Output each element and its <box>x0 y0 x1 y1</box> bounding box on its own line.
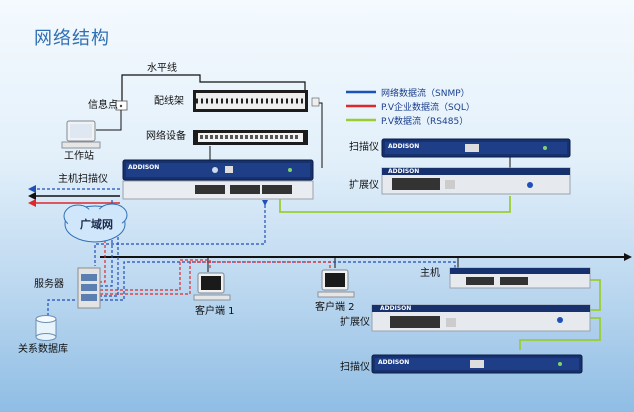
scanner-arrow-black-head <box>28 192 36 200</box>
scanner-arrow-blue-head <box>28 185 36 193</box>
scanner-device-bottom <box>371 354 583 374</box>
legend-snmp-label: 网络数据流（SNMP） <box>381 89 470 99</box>
backbone-arrow <box>624 253 632 261</box>
brand-scanner-bottom: ADDISON <box>378 359 410 366</box>
sql-flow-3 <box>100 261 331 295</box>
client2-label: 客户端 2 <box>315 302 355 313</box>
rs485-flow-3 <box>590 279 601 311</box>
horizontal-cable-label: 水平线 <box>147 63 177 74</box>
brand-expander-top: ADDISON <box>388 168 420 175</box>
expander-top-label: 扩展仪 <box>349 180 379 191</box>
host-right-label: 主机 <box>420 268 440 279</box>
host-scanner-label: 主机扫描仪 <box>58 174 108 185</box>
info-point-label: 信息点 <box>88 100 118 111</box>
small-box-icon <box>311 97 320 107</box>
workstation-label: 工作站 <box>64 151 94 162</box>
rs485-flow-2 <box>519 317 601 350</box>
snmp-arrow-head <box>262 200 268 206</box>
legend-rs485-label: P.V数据流（RS485） <box>381 117 469 127</box>
client1-monitor-icon <box>193 272 231 301</box>
scanner-top-label: 扫描仪 <box>349 142 379 153</box>
snmp-flow-3 <box>100 232 119 297</box>
network-device-icon <box>193 130 308 145</box>
expander-device-bottom <box>371 304 591 332</box>
brand-host-top: ADDISON <box>128 164 160 171</box>
database-icon <box>35 315 57 341</box>
snmp-flow-5 <box>310 261 456 268</box>
patch-panel-label: 配线架 <box>154 96 184 107</box>
expander-device-top <box>381 167 571 195</box>
snmp-flow-db <box>47 299 75 316</box>
host-device-top <box>122 159 314 200</box>
snmp-flow-4 <box>100 261 310 301</box>
snmp-flow-1 <box>94 205 266 266</box>
brand-expander-bottom: ADDISON <box>380 305 412 312</box>
snmp-flow-2 <box>98 200 113 287</box>
wan-label: 广域网 <box>80 218 113 231</box>
legend-sql-label: P.V企业数据流（SQL） <box>381 103 475 113</box>
brand-scanner-top: ADDISON <box>388 143 420 150</box>
server-label: 服务器 <box>34 279 64 290</box>
sql-flow-2 <box>100 259 211 291</box>
scanner-device-top <box>381 138 571 158</box>
horizontal-cable-line <box>121 74 306 103</box>
host-device-right <box>449 267 591 289</box>
network-device-label: 网络设备 <box>146 131 186 142</box>
panel-link-line <box>312 102 323 168</box>
expander-bottom-label: 扩展仪 <box>340 317 370 328</box>
rs485-flow-1 <box>279 196 511 213</box>
patch-panel-icon <box>193 90 308 112</box>
client1-label: 客户端 1 <box>195 306 235 317</box>
wan-cloud-icon <box>63 203 128 243</box>
workstation-icon <box>61 120 101 149</box>
server-icon <box>77 267 101 309</box>
scanner-arrow-red-head <box>28 199 36 207</box>
database-label: 关系数据库 <box>18 344 68 355</box>
page-title: 网络结构 <box>34 28 110 49</box>
client2-monitor-icon <box>317 269 355 298</box>
scanner-bottom-label: 扫描仪 <box>340 362 370 373</box>
workstation-cable <box>96 110 122 131</box>
